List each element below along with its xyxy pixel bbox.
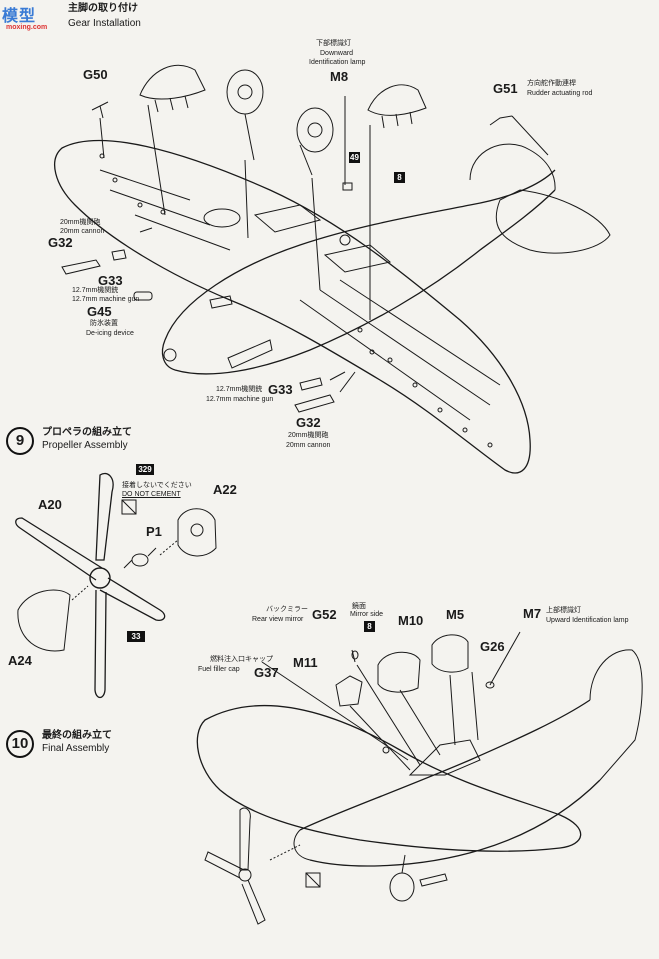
nocement-jp-label: 接着しないでください bbox=[122, 482, 192, 489]
g33a-en-label: 12.7mm machine gun bbox=[72, 296, 140, 303]
g32b-en-label: 20mm cannon bbox=[286, 442, 331, 449]
part-g33b-label: G33 bbox=[268, 382, 293, 397]
part-g45-label: G45 bbox=[87, 304, 112, 319]
mirror-jp-label: バックミラー bbox=[266, 606, 308, 613]
part-m7-label: M7 bbox=[523, 606, 542, 621]
m7-jp-label: 上部標識灯 bbox=[546, 607, 581, 614]
part-33-badge: 33 bbox=[127, 631, 145, 642]
fuel-jp-label: 燃料注入口キャップ bbox=[210, 656, 273, 663]
step10-aircraft-drawing bbox=[197, 632, 642, 924]
part-g26-label: G26 bbox=[480, 639, 505, 654]
part-p1-label: P1 bbox=[146, 524, 162, 539]
g32b-jp-label: 20mm機関砲 bbox=[288, 432, 329, 439]
part-a22-label: A22 bbox=[213, 482, 237, 497]
part-g33a-label: G33 bbox=[98, 273, 123, 288]
step10-number: 10 bbox=[6, 730, 34, 758]
step8-title-en: Gear Installation bbox=[68, 18, 141, 29]
part-49-badge: 49 bbox=[349, 152, 360, 163]
g33b-jp-label: 12.7mm機関銃 bbox=[216, 386, 263, 393]
part-8-badge: 8 bbox=[394, 172, 405, 183]
step9-propeller-drawing bbox=[16, 474, 216, 698]
step8-aircraft-drawing bbox=[55, 140, 610, 472]
m8-en-label-2: Identification lamp bbox=[309, 59, 366, 66]
m8-jp-label: 下部標識灯 bbox=[316, 40, 351, 47]
part-a24-label: A24 bbox=[8, 653, 32, 668]
g33a-jp-label: 12.7mm機関銃 bbox=[72, 287, 119, 294]
mirrorside-en-label: Mirror side bbox=[350, 611, 384, 618]
part-g37-label: G37 bbox=[254, 665, 279, 680]
part-g32b-label: G32 bbox=[296, 415, 321, 430]
part-8-badge-final: 8 bbox=[364, 621, 375, 632]
part-g52-label: G52 bbox=[312, 607, 337, 622]
part-g51-label: G51 bbox=[493, 81, 518, 96]
mirrorside-jp-label: 鏡面 bbox=[352, 603, 366, 610]
g33b-en-label: 12.7mm machine gun bbox=[206, 396, 274, 403]
site-url: moxing.com bbox=[6, 24, 48, 31]
g32a-jp-label: 20mm機関砲 bbox=[60, 219, 101, 226]
g51-jp-label: 方向舵作動連桿 bbox=[527, 80, 576, 87]
step10-title-en: Final Assembly bbox=[42, 743, 110, 754]
step8-title-jp: 主脚の取り付け bbox=[68, 3, 138, 14]
g51-en-label: Rudder actuating rod bbox=[527, 90, 593, 97]
g32a-en-label: 20mm cannon bbox=[60, 228, 105, 235]
part-m5-label: M5 bbox=[446, 607, 465, 622]
step8-gear-parts bbox=[62, 65, 548, 412]
part-a20-label: A20 bbox=[38, 497, 62, 512]
part-m11-label: M11 bbox=[293, 655, 318, 670]
mirror-en-label: Rear view mirror bbox=[252, 616, 304, 623]
g45-en-label: De-icing device bbox=[86, 330, 134, 337]
fuel-en-label: Fuel filler cap bbox=[198, 666, 240, 673]
site-logo: 模型 bbox=[2, 8, 37, 25]
g45-jp-label: 防氷装置 bbox=[90, 320, 118, 327]
part-m8-label: M8 bbox=[330, 69, 349, 84]
part-329-badge: 329 bbox=[136, 464, 154, 475]
step9-title-jp: プロペラの組み立て bbox=[42, 427, 132, 438]
nocement-en-label: DO NOT CEMENT bbox=[122, 491, 181, 498]
step10-title-jp: 最終の組み立て bbox=[42, 730, 112, 741]
part-g32a-label: G32 bbox=[48, 235, 73, 250]
step9-title-en: Propeller Assembly bbox=[42, 440, 128, 451]
step9-number: 9 bbox=[6, 427, 34, 455]
part-m10-label: M10 bbox=[398, 613, 424, 628]
m8-en-label-1: Downward bbox=[320, 50, 354, 57]
m7-en-label: Upward Identification lamp bbox=[546, 617, 629, 624]
part-g50-label: G50 bbox=[83, 67, 108, 82]
